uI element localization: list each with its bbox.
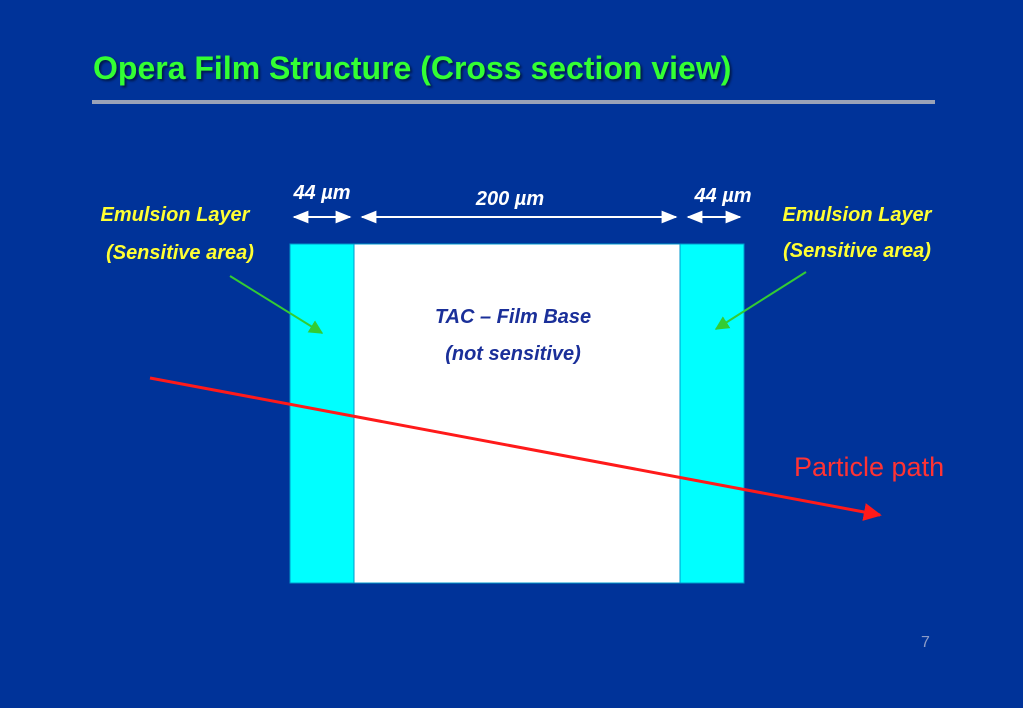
film-base-name: TAC – Film Base: [434, 306, 592, 328]
left-layer-name: Emulsion Layer: [100, 204, 250, 226]
particle-path-arrow: [149, 376, 882, 521]
film-base-detail: (not sensitive): [445, 343, 581, 365]
left-layer-detail: (Sensitive area): [106, 242, 254, 264]
right-thickness-label: 44 µm: [694, 185, 752, 207]
slide-title: Opera Film Structure (Cross section view…: [93, 50, 732, 86]
film-base-layer: [353, 243, 681, 584]
title-underline: [92, 100, 935, 104]
left-layer-pointer-arrow: [229, 275, 324, 334]
left-thickness-label: 44 µm: [293, 182, 351, 204]
right-layer-detail: (Sensitive area): [783, 240, 931, 262]
right-emulsion-layer: [679, 243, 745, 584]
right-layer-pointer-arrow: [714, 271, 807, 330]
page-number: 7: [921, 634, 930, 651]
particle-path-label: Particle path: [794, 452, 945, 482]
right-layer-name: Emulsion Layer: [782, 204, 932, 226]
base-thickness-label: 200 µm: [475, 188, 545, 210]
